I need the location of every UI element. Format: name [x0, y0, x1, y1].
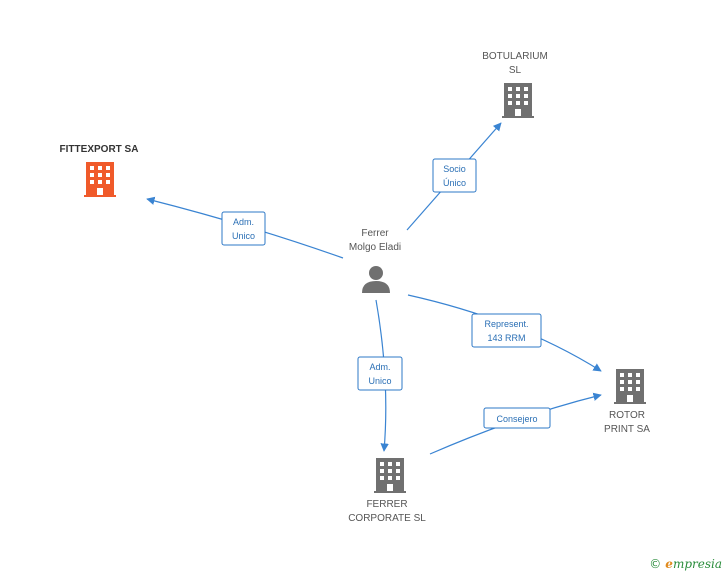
edge-label-to-fittexport: Adm. Unico [221, 211, 266, 246]
company-name: PRINT SA [604, 424, 650, 435]
edge-label-line: Único [443, 178, 466, 188]
edge-label-corp-to-rotor: Consejero [483, 407, 551, 429]
person-name-line: Molgo Eladi [349, 242, 401, 253]
company-name: SL [509, 65, 522, 76]
node-ferrer-corp[interactable]: FERRER CORPORATE SL [348, 458, 426, 524]
company-name: ROTOR [609, 410, 645, 421]
brand-logo-text: mpresia [672, 557, 722, 571]
building-icon [84, 162, 116, 197]
company-name: BOTULARIUM [482, 51, 548, 62]
building-icon [374, 458, 406, 493]
edge-label-line: 143 RRM [487, 333, 525, 343]
edge-label-to-rotor: Represent. 143 RRM [471, 313, 542, 348]
edge-label-to-ferrer-corp: Adm. Unico [357, 356, 403, 391]
edge-label-to-botularium: Socio Único [432, 158, 477, 193]
building-icon [502, 83, 534, 118]
edge-label-line: Unico [232, 231, 255, 241]
node-person[interactable]: Ferrer Molgo Eladi [349, 228, 401, 293]
company-name: FITTEXPORT SA [60, 144, 139, 155]
node-rotor[interactable]: ROTOR PRINT SA [604, 369, 650, 435]
person-icon [362, 266, 390, 293]
edge-label-line: Socio [443, 164, 466, 174]
edge-label-line: Represent. [484, 319, 528, 329]
brand-footer: ©empresia [649, 557, 722, 571]
edge-label-line: Unico [368, 376, 391, 386]
person-name-line: Ferrer [361, 228, 389, 239]
edge-label-line: Adm. [233, 217, 254, 227]
company-name: CORPORATE SL [348, 513, 426, 524]
company-name: FERRER [366, 499, 407, 510]
copyright-symbol: © [649, 557, 662, 571]
edge-label-line: Adm. [369, 362, 390, 372]
edge-label-line: Consejero [496, 414, 537, 424]
brand-logo-initial: e [665, 557, 673, 571]
building-icon [614, 369, 646, 404]
node-fittexport[interactable]: FITTEXPORT SA [60, 144, 139, 197]
node-botularium[interactable]: BOTULARIUM SL [482, 51, 548, 118]
